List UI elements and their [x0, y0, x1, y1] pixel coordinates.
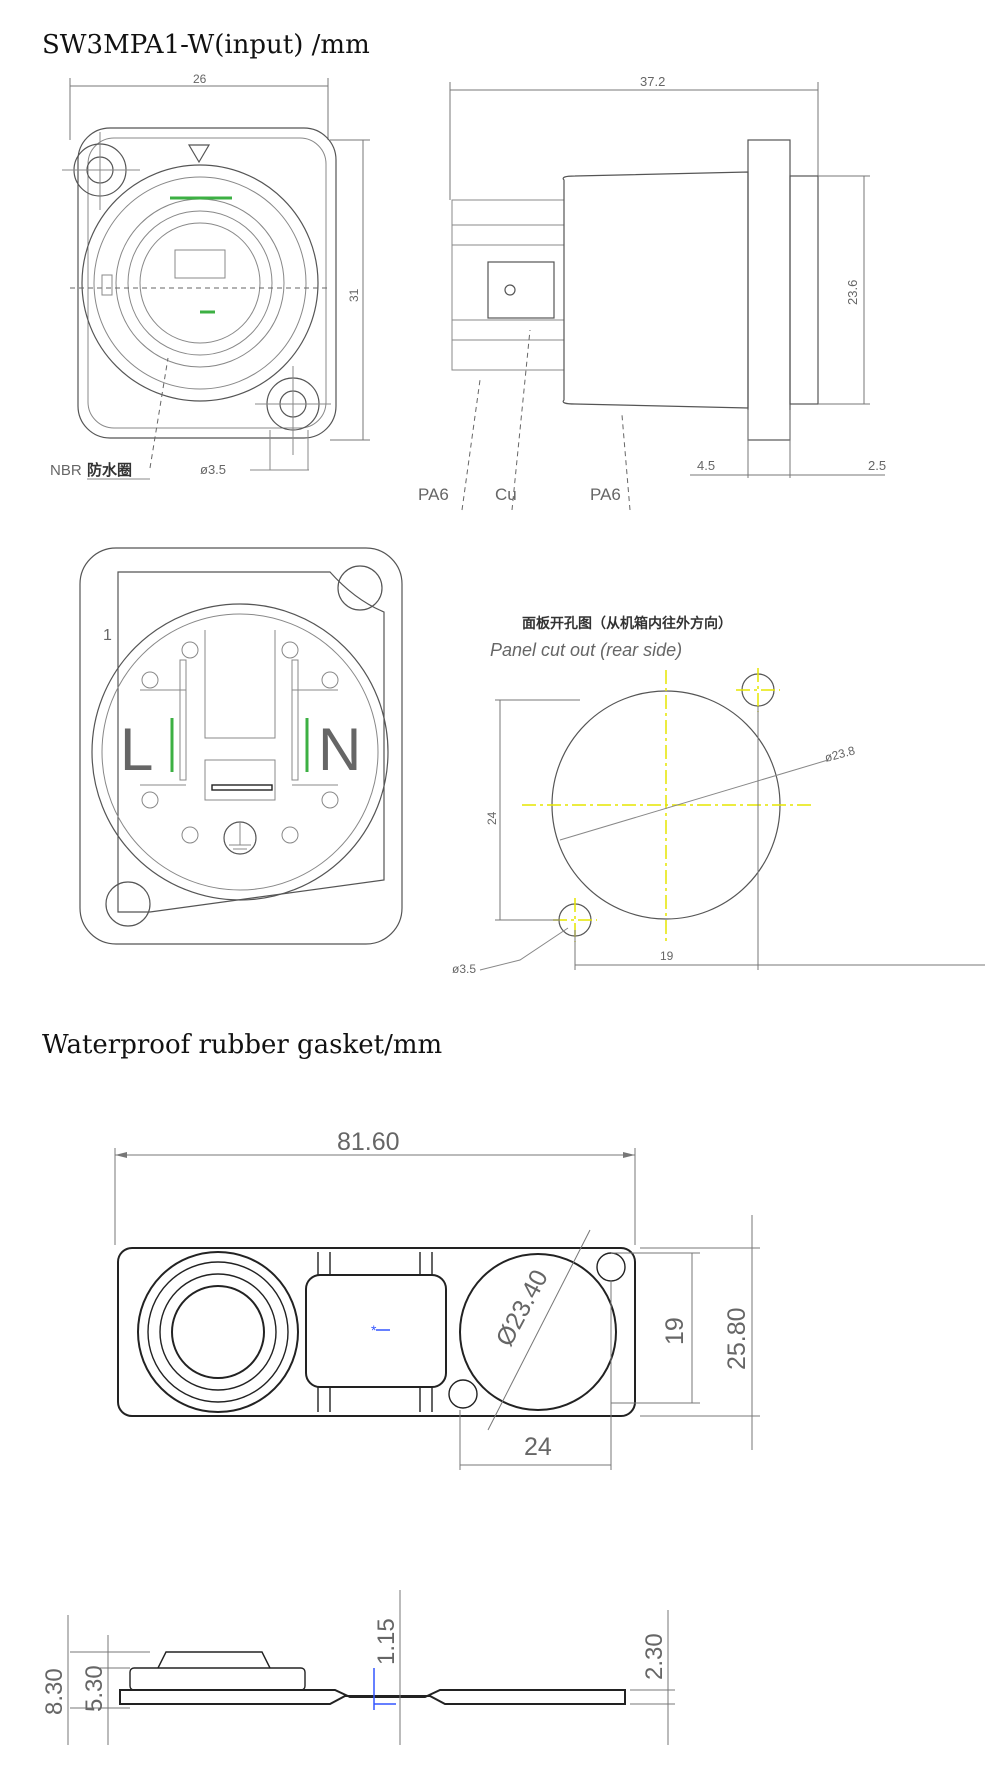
panel-circle-dim: ø23.8 — [823, 743, 857, 765]
material-mid: Cu — [495, 485, 517, 504]
side-length-dim: 37.2 — [640, 74, 665, 89]
panel-title-cn: 面板开孔图（从机箱内往外方向） — [522, 615, 732, 631]
gasket-label-latin: NBR — [50, 462, 82, 479]
front-width-dim: 26 — [193, 72, 207, 86]
panel-width-dim: 19 — [660, 949, 674, 963]
main-title: SW3MPA1-W(input) /mm — [42, 30, 370, 60]
gasket-inner-height-dim: 19 — [661, 1317, 689, 1345]
gasket-label-cn: 防水圈 — [87, 461, 132, 479]
svg-text:*: * — [371, 1322, 377, 1338]
gasket-width-dim: 24 — [524, 1433, 552, 1461]
side-rear-dim: 2.5 — [868, 458, 886, 473]
gasket-title: Waterproof rubber gasket/mm — [42, 1030, 443, 1060]
pin-l-label: L — [120, 716, 153, 783]
front-hole-dim: ø3.5 — [200, 462, 226, 477]
rear-view: 1 L N — [79, 547, 403, 945]
gasket-thickness-dim: 2.30 — [641, 1633, 668, 1680]
gasket-total-height-dim: 8.30 — [41, 1668, 68, 1715]
gasket-top-view: 81.60 * Ø23.40 24 19 25.80 — [114, 1128, 760, 1470]
front-height-dim: 31 — [347, 288, 361, 302]
panel-height-dim: 24 — [485, 811, 499, 825]
front-view: 26 31 ø3.5 NBR — [50, 72, 370, 480]
gasket-diameter-dim: Ø23.40 — [491, 1265, 554, 1351]
side-view: 37.2 23.6 4.5 2.5 PA6 Cu PA6 — [418, 74, 886, 511]
material-left: PA6 — [418, 485, 449, 504]
panel-cutout: 面板开孔图（从机箱内往外方向） Panel cut out (rear side… — [452, 615, 985, 976]
gasket-length-dim: 81.60 — [337, 1128, 400, 1156]
pin-marker: 1 — [103, 627, 112, 644]
gasket-body-height-dim: 5.30 — [81, 1665, 108, 1712]
panel-title-en: Panel cut out (rear side) — [490, 640, 682, 660]
side-flange-dim: 4.5 — [697, 458, 715, 473]
gasket-outer-height-dim: 25.80 — [723, 1307, 751, 1370]
panel-hole-dim: ø3.5 — [452, 962, 476, 976]
gasket-step-dim: 1.15 — [373, 1618, 400, 1665]
gasket-side-view: 8.30 5.30 1.15 2.30 — [41, 1590, 675, 1745]
pin-n-label: N — [318, 716, 361, 783]
material-right: PA6 — [590, 485, 621, 504]
side-diameter-dim: 23.6 — [845, 280, 860, 305]
